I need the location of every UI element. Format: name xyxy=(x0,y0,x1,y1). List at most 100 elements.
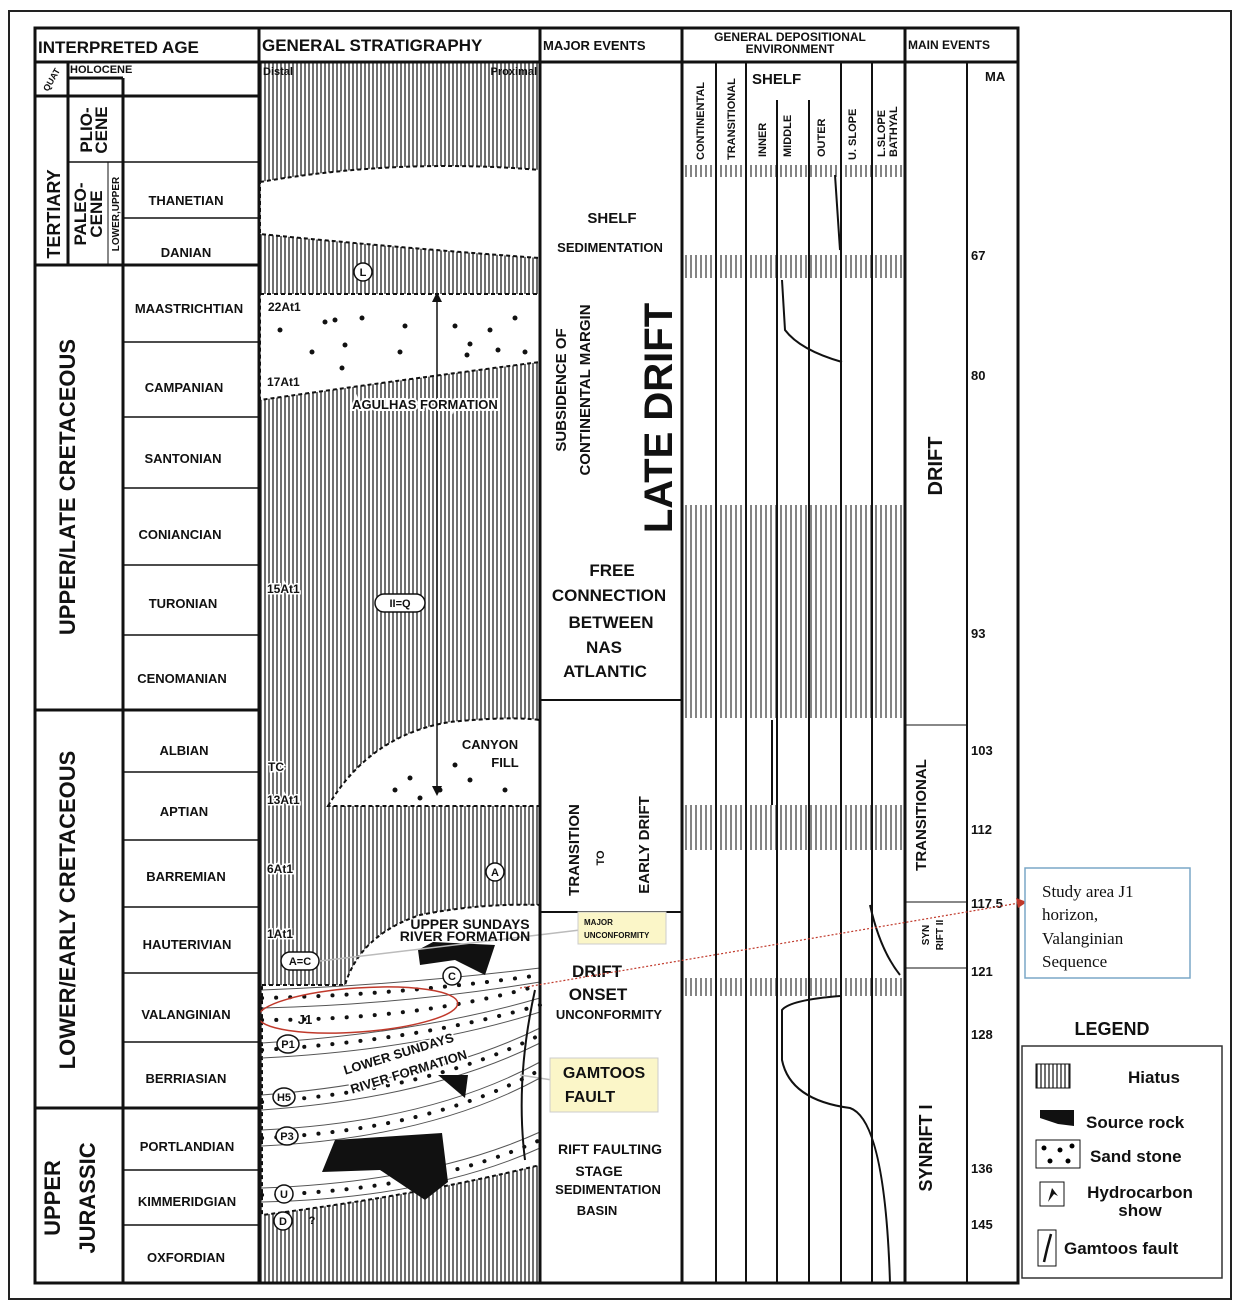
env-l-slope: L.SLOPE xyxy=(876,110,888,157)
gamtoos-fault-line xyxy=(520,989,536,1161)
upper-sundays-label: UPPER SUNDAYS xyxy=(410,916,529,932)
stage-label: VALANGINIAN xyxy=(141,1007,230,1022)
stage-label: DANIAN xyxy=(161,245,212,260)
environment-labels: CONTINENTAL TRANSITIONAL SHELF INNER MID… xyxy=(684,64,902,164)
stage-label: ALBIAN xyxy=(159,743,208,758)
header-interpreted-age: INTERPRETED AGE xyxy=(38,38,199,57)
horizon-marker: D xyxy=(279,1216,287,1228)
env-outer: OUTER xyxy=(816,118,828,157)
well-label: TC xyxy=(268,760,284,774)
well-label: 15At1 xyxy=(267,582,300,596)
ma-value: 80 xyxy=(971,368,985,383)
header-major-events: MAJOR EVENTS xyxy=(543,38,646,53)
event-label: SHELF xyxy=(587,210,636,227)
main-event-syn-rift-ii-2: RIFT II xyxy=(935,920,946,951)
major-unconformity-label-2: UNCONFORMITY xyxy=(584,931,650,940)
event-label: BASIN xyxy=(577,1203,617,1218)
tertiary-gap xyxy=(259,165,541,260)
horizon-marker-j1: J1 xyxy=(298,1012,312,1027)
event-label: DRIFT xyxy=(572,962,623,981)
well-label: 22At1 xyxy=(268,300,301,314)
sandstone-icon xyxy=(1035,1139,1081,1169)
horizon-marker: C xyxy=(448,971,456,983)
environment-curve xyxy=(771,174,901,1284)
horizon-marker: P1 xyxy=(281,1039,294,1051)
main-event-drift: DRIFT xyxy=(925,437,947,496)
era-lower-cretaceous: LOWER/EARLY CRETACEOUS xyxy=(55,751,80,1070)
era-upper-cretaceous: UPPER/LATE CRETACEOUS xyxy=(55,339,80,635)
stage-label: SANTONIAN xyxy=(144,451,221,466)
epoch-pliocene-2: CENE xyxy=(92,106,111,153)
stage-label: MAASTRICHTIAN xyxy=(135,301,243,316)
era-upper-jurassic: UPPER xyxy=(40,1160,65,1236)
stage-label: BARREMIAN xyxy=(146,869,225,884)
major-events-labels: SHELF SEDIMENTATION SUBSIDENCE OF CONTIN… xyxy=(552,210,681,1218)
study-area-label-3: Valanginian xyxy=(1042,929,1124,948)
ma-value: 67 xyxy=(971,248,985,263)
source-rock xyxy=(438,1075,468,1098)
stage-label: CAMPANIAN xyxy=(145,380,223,395)
upper-sundays-label-2: RIVER FORMATION xyxy=(400,928,530,944)
stage-label: KIMMERIDGIAN xyxy=(138,1194,236,1209)
horizon-marker: P3 xyxy=(280,1131,293,1143)
env-transitional: TRANSITIONAL xyxy=(726,78,738,160)
stage-label: THANETIAN xyxy=(148,193,223,208)
event-label: SUBSIDENCE OF xyxy=(553,328,570,451)
stage-label: PORTLANDIAN xyxy=(140,1139,235,1154)
event-label: ATLANTIC xyxy=(563,662,647,681)
stage-label: CENOMANIAN xyxy=(137,671,227,686)
question-mark: ? xyxy=(309,1215,316,1227)
study-area-box xyxy=(1024,867,1191,979)
env-shelf: SHELF xyxy=(752,71,801,88)
outer-frame xyxy=(8,10,1232,1300)
well-label: 6At1 xyxy=(267,862,293,876)
horizon-marker: H5 xyxy=(277,1092,291,1104)
era-tertiary: TERTIARY xyxy=(44,169,64,258)
horizon-marker: U xyxy=(280,1189,288,1201)
late-drift-label: LATE DRIFT xyxy=(637,303,681,533)
source-rock-icon xyxy=(1040,1110,1074,1126)
header-main-events: MAIN EVENTS xyxy=(908,38,990,52)
legend-item: Source rock xyxy=(1086,1113,1185,1132)
header-depositional-env-2: ENVIRONMENT xyxy=(746,42,835,56)
source-rock xyxy=(322,1133,448,1200)
major-unconformity-callout xyxy=(577,911,667,945)
env-middle: MIDDLE xyxy=(782,115,794,157)
horizon-marker: A=C xyxy=(289,956,311,968)
depositional-env-column xyxy=(684,62,902,1284)
event-label: SEDIMENTATION xyxy=(555,1182,661,1197)
stage-label: HAUTERIVIAN xyxy=(143,937,232,952)
legend: LEGEND Hiatus Source rock Sand stone Hyd… xyxy=(1021,1019,1223,1279)
major-unconformity-label: MAJOR xyxy=(584,918,613,927)
well-label: 13At1 xyxy=(267,793,300,807)
event-label: BETWEEN xyxy=(569,613,654,632)
well-label: 17At1 xyxy=(267,375,300,389)
event-label: CONNECTION xyxy=(552,586,666,605)
stage-label: BERRIASIAN xyxy=(146,1071,227,1086)
epoch-pliocene: PLIO- xyxy=(77,107,96,152)
stage-label: OXFORDIAN xyxy=(147,1250,225,1265)
stage-labels: THANETIAN DANIAN MAASTRICHTIAN CAMPANIAN… xyxy=(135,193,243,1265)
legend-item: Hydrocarbon xyxy=(1087,1183,1193,1202)
agulhas-formation-label: AGULHAS FORMATION xyxy=(352,397,498,412)
env-u-slope: U. SLOPE xyxy=(847,109,859,160)
ma-value: 112 xyxy=(971,822,992,837)
event-label: STAGE xyxy=(575,1163,622,1179)
event-label: UNCONFORMITY xyxy=(556,1007,662,1022)
source-rock xyxy=(418,942,495,975)
epoch-paleocene-2: CENE xyxy=(87,190,106,237)
main-events-labels: DRIFT TRANSITIONAL SYN RIFT II SYNRIFT I… xyxy=(913,69,1006,1232)
legend-title: LEGEND xyxy=(1074,1019,1149,1039)
env-inner: INNER xyxy=(757,123,769,157)
header-depositional-env: GENERAL DEPOSITIONAL xyxy=(714,30,866,44)
study-area-label: Study area J1 xyxy=(1042,882,1134,901)
era-quat: QUAT xyxy=(41,66,62,93)
well-label: 1At1 xyxy=(267,927,293,941)
stage-label: CONIANCIAN xyxy=(138,527,221,542)
ma-value: 136 xyxy=(971,1161,993,1176)
gamtoos-fault-callout xyxy=(549,1057,659,1113)
gamtoos-fault-label-2: FAULT xyxy=(565,1089,616,1106)
distal-label: Distal xyxy=(263,66,293,78)
ma-value: 103 xyxy=(971,743,993,758)
